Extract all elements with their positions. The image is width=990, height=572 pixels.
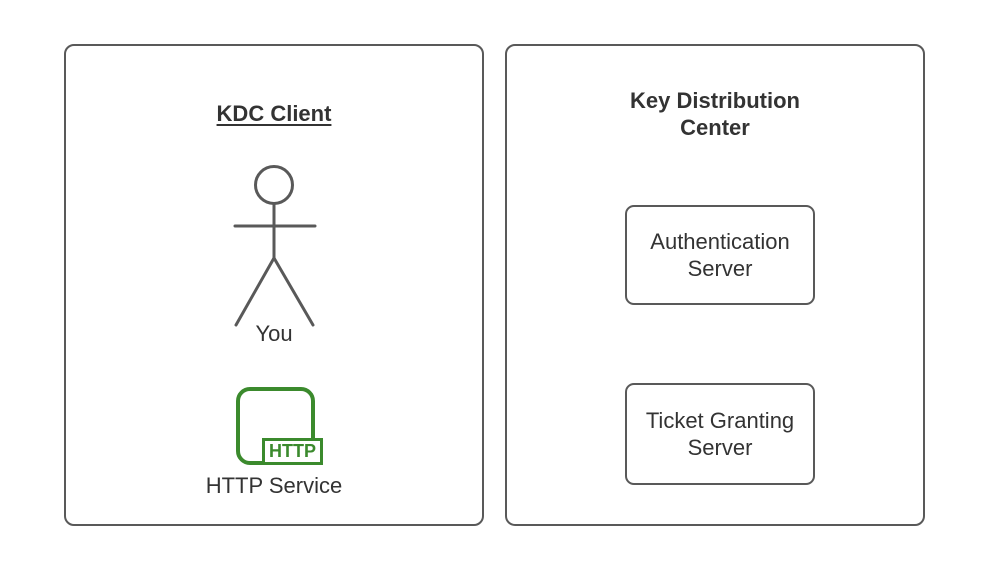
kdc-client-panel: KDC Client You HTTP HTTP Service [64, 44, 484, 526]
stick-figure-icon [233, 165, 317, 327]
actor-label: You [255, 321, 293, 346]
http-service-label: HTTP Service [205, 473, 343, 498]
authentication-server-node: Authentication Server [625, 205, 815, 305]
http-badge-label: HTTP [262, 438, 323, 465]
ticket-granting-server-label: Ticket Granting Server [645, 408, 795, 460]
kdc-title: Key Distribution Center [507, 87, 923, 141]
key-distribution-center-panel: Key Distribution Center Authentication S… [505, 44, 925, 526]
kdc-title-text: Key Distribution Center [630, 88, 800, 140]
kdc-client-title: KDC Client [216, 101, 332, 126]
ticket-granting-server-node: Ticket Granting Server [625, 383, 815, 485]
authentication-server-label: Authentication Server [650, 229, 790, 281]
